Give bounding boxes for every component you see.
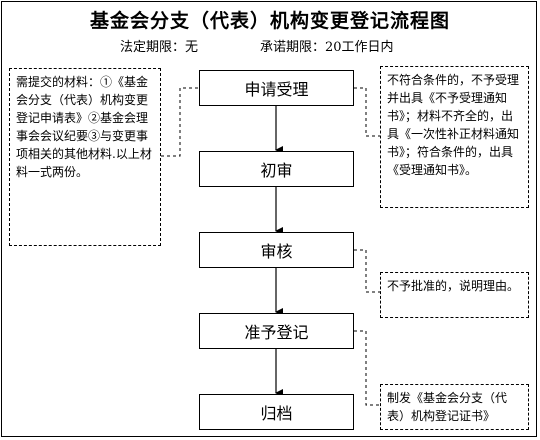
legal-deadline: 法定期限：无 <box>120 40 199 55</box>
step-archive: 归档 <box>199 394 354 430</box>
step-preliminary-review: 初审 <box>199 151 354 187</box>
rejection-note: 不予批准的，说明理由。 <box>380 272 529 318</box>
connector-certificate <box>354 330 380 406</box>
materials-note: 需提交的材料：①《基金会分支（代表）机构变更登记申请表》②基金会理事会会议纪要③… <box>9 68 161 246</box>
acceptance-note: 不符合条件的，不予受理并出具《不予受理通知书》；材料不齐全的，出具《一次性补正材… <box>380 66 529 208</box>
connector-acceptance <box>354 87 380 137</box>
step-application: 申请受理 <box>199 70 354 106</box>
certificate-note: 制发《基金会分支（代表）机构登记证书》 <box>380 384 529 430</box>
step-approve-registration: 准予登记 <box>199 313 354 349</box>
promised-deadline: 承诺期限：20工作日内 <box>260 40 394 55</box>
connector-materials <box>161 87 199 157</box>
connector-rejection <box>354 249 380 293</box>
diagram-title: 基金会分支（代表）机构变更登记流程图 <box>89 10 450 32</box>
step-review: 审核 <box>199 232 354 268</box>
